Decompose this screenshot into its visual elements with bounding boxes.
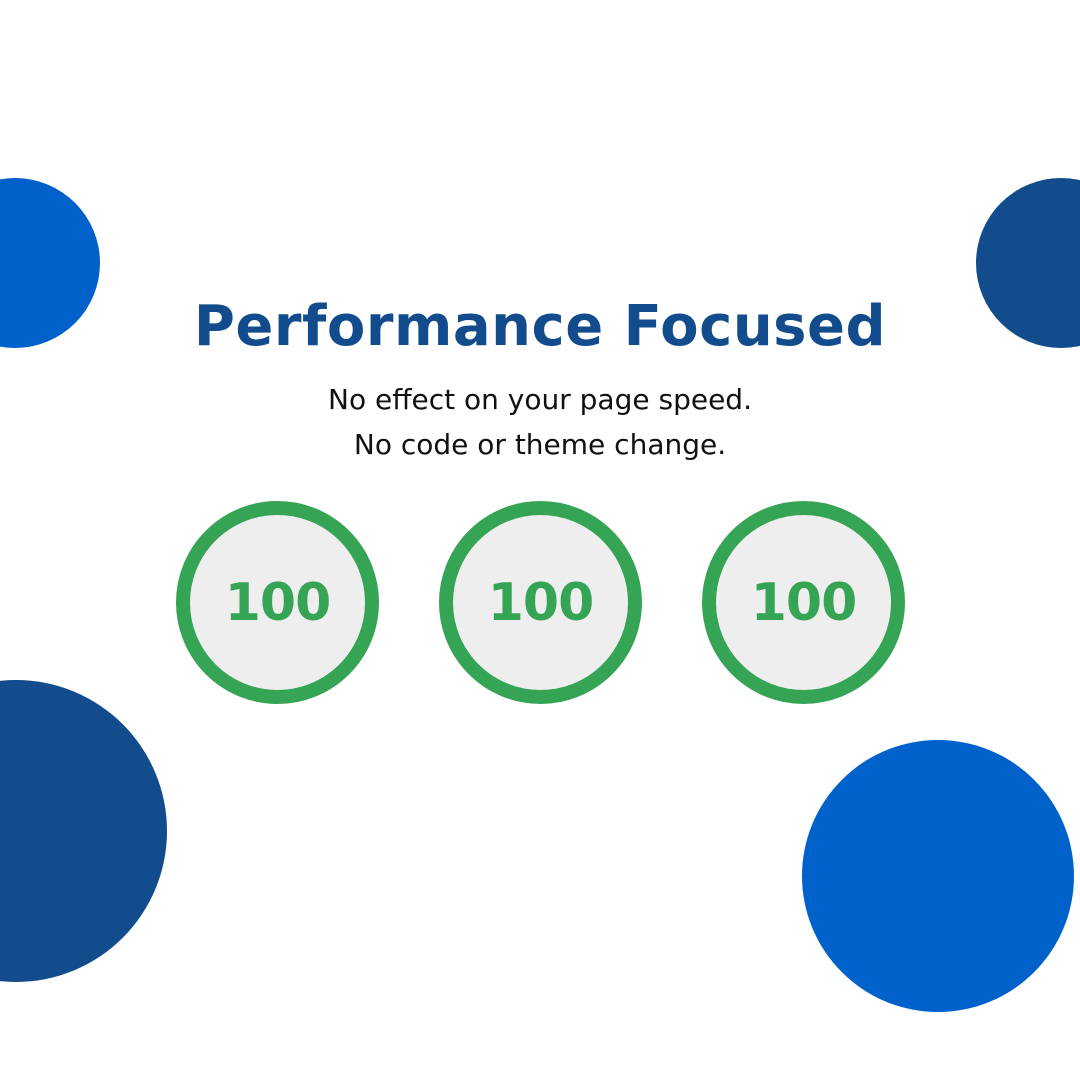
score-value-1: 100 bbox=[224, 572, 332, 633]
subtitle-line-2: No code or theme change. bbox=[353, 428, 727, 461]
score-gauge-2: 100 bbox=[439, 501, 642, 704]
page-title: Performance Focused bbox=[193, 294, 887, 359]
score-value-2: 100 bbox=[487, 572, 595, 633]
score-gauge-3: 100 bbox=[702, 501, 905, 704]
subtitle-line-1: No effect on your page speed. bbox=[328, 383, 752, 416]
decorative-circle-bottom-right bbox=[802, 740, 1074, 1012]
score-gauge-1: 100 bbox=[176, 501, 379, 704]
decorative-circle-bottom-left bbox=[0, 680, 167, 982]
score-value-3: 100 bbox=[750, 572, 858, 633]
